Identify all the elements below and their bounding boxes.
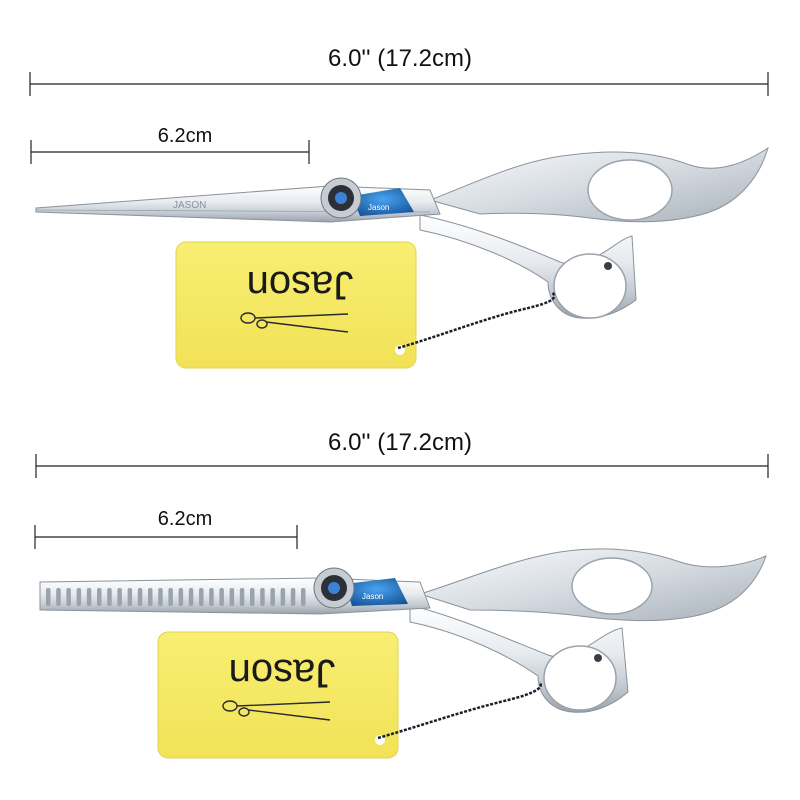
top-blade-length-label: 6.2cm: [157, 125, 213, 147]
top-scissors: JASON Jason: [35, 146, 769, 319]
blade-tooth-gap: [301, 588, 306, 606]
top-thumb-hole: [553, 253, 627, 319]
bottom-blade-length-label: 6.2cm: [157, 508, 213, 530]
top-finger-hole: [587, 159, 673, 221]
blade-tooth-gap: [199, 588, 204, 606]
bottom-scissors: Jason: [39, 548, 767, 713]
blade-tooth-gap: [148, 588, 153, 606]
bottom-brand-tag: Jason: [157, 631, 399, 759]
bottom-blade-teeth: [46, 588, 306, 606]
blade-tooth-gap: [229, 588, 235, 606]
blade-tooth-gap: [188, 588, 194, 606]
bottom-badge-text: Jason: [362, 592, 383, 601]
blade-tooth-gap: [127, 588, 133, 606]
top-tag-cord: [397, 291, 556, 350]
bottom-pivot-screw: [313, 567, 355, 609]
top-brand-tag: Jason: [175, 241, 417, 369]
blade-tooth-gap: [76, 588, 82, 606]
bottom-tag-scissors-icon: [222, 700, 331, 721]
blade-tooth-gap: [290, 588, 296, 606]
bottom-overall-length-label: 6.0'' (17.2cm): [328, 429, 472, 456]
blade-tooth-gap: [260, 588, 265, 606]
top-blade-engraving: JASON: [173, 200, 206, 211]
blade-tooth-gap: [56, 588, 61, 606]
bottom-finger-hole: [571, 557, 653, 615]
top-tag-brand: Jason: [247, 263, 354, 307]
blade-tooth-gap: [178, 588, 184, 606]
blade-tooth-gap: [117, 588, 122, 606]
top-overall-dimension-line: [29, 72, 769, 96]
blade-tooth-gap: [280, 588, 286, 606]
blade-tooth-gap: [86, 588, 92, 606]
blade-tooth-gap: [239, 588, 245, 606]
blade-tooth-gap: [66, 588, 71, 606]
blade-tooth-gap: [250, 588, 255, 606]
blade-tooth-gap: [219, 588, 224, 606]
top-blue-badge: [352, 188, 414, 216]
bottom-tag-cord: [377, 681, 542, 740]
top-pivot-screw: [320, 177, 362, 219]
bottom-overall-dimension-line: [35, 454, 769, 478]
blade-tooth-gap: [168, 588, 173, 606]
bottom-tag-brand: Jason: [229, 651, 336, 695]
bottom-blade-dimension-line: [34, 525, 298, 549]
bottom-blue-badge: [345, 578, 408, 606]
blade-tooth-gap: [46, 588, 51, 606]
top-overall-length-label: 6.0'' (17.2cm): [328, 45, 472, 72]
blade-tooth-gap: [209, 588, 214, 606]
bottom-thumb-hole: [543, 645, 617, 711]
blade-tooth-gap: [137, 588, 143, 606]
top-tag-scissors-icon: [240, 312, 349, 333]
blade-tooth-gap: [97, 588, 102, 606]
blade-tooth-gap: [107, 588, 112, 606]
blade-tooth-gap: [158, 588, 163, 606]
top-badge-text: Jason: [368, 203, 389, 212]
blade-tooth-gap: [270, 588, 275, 606]
top-blade-dimension-line: [30, 140, 310, 164]
